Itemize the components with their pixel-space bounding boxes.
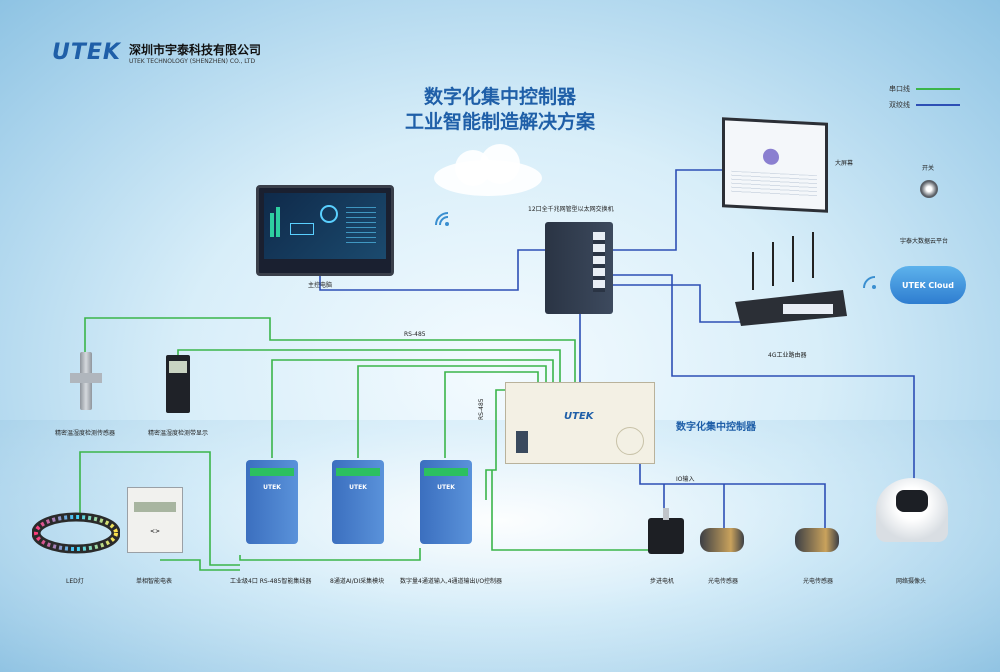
ai-module-label: 8通道AI/DI采集模块 bbox=[330, 578, 385, 585]
big-screen bbox=[722, 117, 828, 213]
rs485-side-label: RS-485 bbox=[478, 398, 485, 420]
company-name-cn: 深圳市宇泰科技有限公司 bbox=[128, 42, 261, 57]
led-strip-icon bbox=[32, 512, 120, 554]
photo-sensor-2-device bbox=[795, 528, 839, 552]
serial-wire-temp-sensor bbox=[84, 317, 576, 384]
twisted-wire-pc bbox=[319, 249, 545, 291]
serial-wire-led bbox=[79, 451, 240, 566]
power-switch-icon bbox=[920, 180, 938, 198]
twisted-wire-camera bbox=[612, 274, 915, 480]
company-name-en: UTEK TECHNOLOGY (SHENZHEN) CO., LTD bbox=[128, 57, 256, 65]
serial-wire-rs485-side bbox=[485, 389, 505, 500]
power-switch-label: 开关 bbox=[922, 165, 935, 172]
ai-di-module: UTEK bbox=[332, 460, 384, 544]
network-camera-device bbox=[876, 478, 948, 542]
io-controller-module: UTEK bbox=[420, 460, 472, 544]
main-pc-monitor bbox=[256, 185, 394, 276]
twisted-wire-router bbox=[612, 284, 745, 323]
controller-label: 数字化集中控制器 bbox=[676, 422, 756, 433]
dashboard-screen bbox=[264, 193, 386, 259]
utek-logo: UTEK bbox=[52, 40, 121, 65]
stepper-label: 步进电机 bbox=[650, 578, 675, 585]
ethernet-switch bbox=[545, 222, 613, 314]
4g-router bbox=[735, 232, 847, 326]
serial-wire-temp-display bbox=[177, 349, 561, 384]
legend-item-serial: 串口线 bbox=[889, 84, 960, 94]
rs485-top-label: RS-485 bbox=[404, 331, 426, 338]
cloud-wifi-icon bbox=[863, 276, 876, 289]
cloud-decoration bbox=[434, 144, 542, 196]
page-title-line1: 数字化集中控制器 bbox=[423, 86, 576, 108]
controller-db9-port bbox=[516, 431, 528, 453]
twisted-wire-screen bbox=[612, 169, 722, 251]
router-label: 4G工业路由器 bbox=[768, 352, 807, 359]
serial-wire-hub bbox=[271, 359, 554, 458]
photo-sensor-1-device bbox=[700, 528, 744, 552]
wire-legend: 串口线 双绞线 bbox=[889, 84, 960, 116]
photo-sensor-1-label: 光电传感器 bbox=[708, 578, 739, 585]
big-screen-label: 大屏幕 bbox=[835, 160, 854, 167]
camera-label: 网络摄像头 bbox=[896, 578, 927, 585]
temp-sensor-bracket bbox=[70, 373, 102, 383]
meter-label: 单相智能电表 bbox=[136, 578, 173, 585]
rs485-hub-module: UTEK bbox=[246, 460, 298, 544]
serial-wire-io bbox=[444, 371, 539, 458]
wifi-icon bbox=[435, 212, 449, 226]
controller-globe-mark bbox=[616, 427, 644, 455]
utek-cloud-badge: UTEK Cloud bbox=[890, 266, 966, 304]
photo-sensor-2-label: 光电传感器 bbox=[803, 578, 834, 585]
smart-meter-device: <> bbox=[127, 487, 183, 553]
io-module-label: 数字量4通道输入,4通道输出I/O控制器 bbox=[400, 578, 503, 585]
switch-label: 12口全千兆网管型以太网交换机 bbox=[528, 206, 614, 213]
temp-display-label: 精密温湿度检测带显示 bbox=[148, 430, 209, 437]
stepper-motor-device bbox=[648, 508, 684, 554]
central-controller: UTEK bbox=[505, 382, 655, 464]
serial-wire-ai bbox=[357, 365, 547, 458]
legend-swatch-twisted bbox=[916, 104, 960, 106]
led-label: LED灯 bbox=[66, 578, 84, 585]
temp-display-device bbox=[166, 355, 190, 413]
serial-wire-meter bbox=[160, 559, 240, 571]
page-title-line2: 工业智能制造解决方案 bbox=[404, 111, 595, 133]
hub-label: 工业级4口 RS-485智能集线器 bbox=[230, 578, 312, 585]
cloud-platform-label: 宇泰大数据云平台 bbox=[900, 238, 949, 245]
io-input-label: IO输入 bbox=[676, 476, 695, 483]
legend-item-twisted: 双绞线 bbox=[889, 100, 960, 110]
main-pc-label: 主控电脑 bbox=[308, 282, 333, 289]
serial-wire-bottom-bus bbox=[239, 548, 421, 561]
legend-swatch-serial bbox=[916, 88, 960, 90]
controller-logo: UTEK bbox=[564, 411, 594, 422]
brand-header: UTEK 深圳市宇泰科技有限公司 UTEK TECHNOLOGY (SHENZH… bbox=[52, 40, 261, 65]
temp-sensor-label: 精密温湿度检测传感器 bbox=[55, 430, 116, 437]
serial-wire-io-input bbox=[491, 470, 660, 551]
twisted-wire-sensors bbox=[639, 462, 826, 532]
